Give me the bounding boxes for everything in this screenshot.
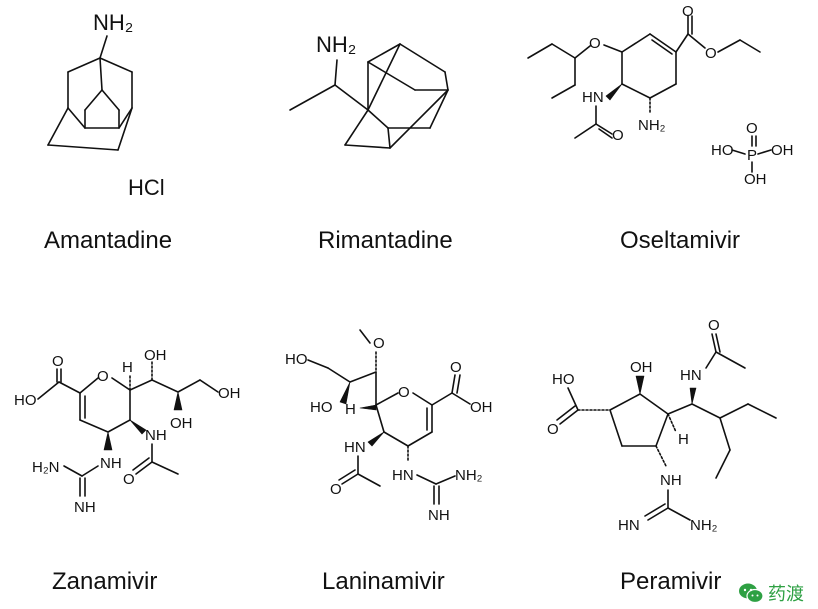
peramivir-amide-nh-label: HN — [680, 367, 702, 384]
laninamivir-methoxy-o-label: O — [373, 335, 385, 352]
zanamivir-guan-imine-label: NH — [74, 499, 96, 516]
amantadine-amine-label: NH₂ — [93, 10, 133, 35]
peramivir-guan-nh-label: NH — [660, 472, 682, 489]
laninamivir-guan-imine-label: NH — [428, 507, 450, 524]
oseltamivir-ether-o-label: O — [589, 35, 601, 52]
laninamivir-guan-nh-label: HN — [392, 467, 414, 484]
zanamivir-guan-nh-label: NH — [100, 455, 122, 472]
compound-name-zanamivir: Zanamivir — [52, 568, 158, 595]
zanamivir-amide-nh-label: NH — [145, 427, 167, 444]
zanamivir-acid-oh-label: HO — [14, 392, 37, 409]
amantadine-salt-label: HCl — [128, 175, 165, 200]
oseltamivir-amide-o-label: O — [612, 127, 624, 144]
zanamivir-ring-o-label: O — [97, 368, 109, 385]
oseltamivir-phosphate-oh2-label: OH — [771, 142, 794, 159]
laninamivir-h-label: H — [345, 401, 356, 418]
peramivir-oh-label: OH — [630, 359, 653, 376]
zanamivir-oh1-label: OH — [144, 347, 167, 364]
laninamivir-acid-o-label: O — [450, 359, 462, 376]
peramivir-acid-o-label: O — [547, 421, 559, 438]
oseltamivir-ester-o-label: O — [705, 45, 717, 62]
oseltamivir-amine-label: NH₂ — [638, 117, 666, 134]
oseltamivir-amide-nh-label: HN — [582, 89, 604, 106]
oseltamivir-carbonyl-o-label: O — [682, 3, 694, 20]
peramivir-guan-nh2-label: NH₂ — [690, 517, 718, 534]
amantadine-structure: NH₂ HCl — [47, 10, 165, 200]
compound-name-rimantadine: Rimantadine — [318, 227, 453, 254]
rimantadine-amine-label: NH₂ — [316, 32, 356, 57]
compound-name-amantadine: Amantadine — [44, 227, 173, 254]
oseltamivir-phosphate-o-label: O — [746, 120, 758, 137]
zanamivir-acid-o-label: O — [52, 353, 64, 370]
watermark: 药渡 — [738, 580, 804, 606]
peramivir-amide-o-label: O — [708, 317, 720, 334]
zanamivir-oh2-label: OH — [170, 415, 193, 432]
laninamivir-amide-nh-label: HN — [344, 439, 366, 456]
wechat-icon — [739, 583, 764, 604]
zanamivir-structure: O HO O H OH OH OH NH O — [14, 347, 241, 516]
laninamivir-oh2-label: HO — [310, 399, 333, 416]
laninamivir-guan-nh2-label: NH₂ — [455, 467, 483, 484]
oseltamivir-structure: O O O HN O NH₂ O HO P OH — [527, 3, 794, 188]
oseltamivir-phosphate-p-label: P — [747, 147, 757, 164]
laninamivir-oh1-label: HO — [285, 351, 308, 368]
rimantadine-structure: NH₂ — [289, 32, 449, 149]
laninamivir-structure: O HO HO H O O OH HN O — [285, 329, 493, 524]
peramivir-structure: HO O OH HN O H NH — [547, 317, 777, 534]
laninamivir-acid-oh-label: OH — [470, 399, 493, 416]
oseltamivir-phosphate-oh1-label: HO — [711, 142, 734, 159]
zanamivir-amide-o-label: O — [123, 471, 135, 488]
zanamivir-guan-nh2-label: H₂N — [32, 459, 60, 476]
peramivir-h-label: H — [678, 431, 689, 448]
oseltamivir-phosphate-oh3-label: OH — [744, 171, 767, 188]
compound-name-oseltamivir: Oseltamivir — [620, 227, 741, 254]
zanamivir-oh3-label: OH — [218, 385, 241, 402]
peramivir-acid-oh-label: HO — [552, 371, 575, 388]
compound-name-laninamivir: Laninamivir — [322, 568, 445, 595]
laninamivir-amide-o-label: O — [330, 481, 342, 498]
watermark-text: 药渡 — [768, 584, 804, 605]
zanamivir-h-label: H — [122, 359, 133, 376]
compound-name-peramivir: Peramivir — [620, 568, 722, 595]
laninamivir-ring-o-label: O — [398, 384, 410, 401]
peramivir-guan-imine-label: HN — [618, 517, 640, 534]
